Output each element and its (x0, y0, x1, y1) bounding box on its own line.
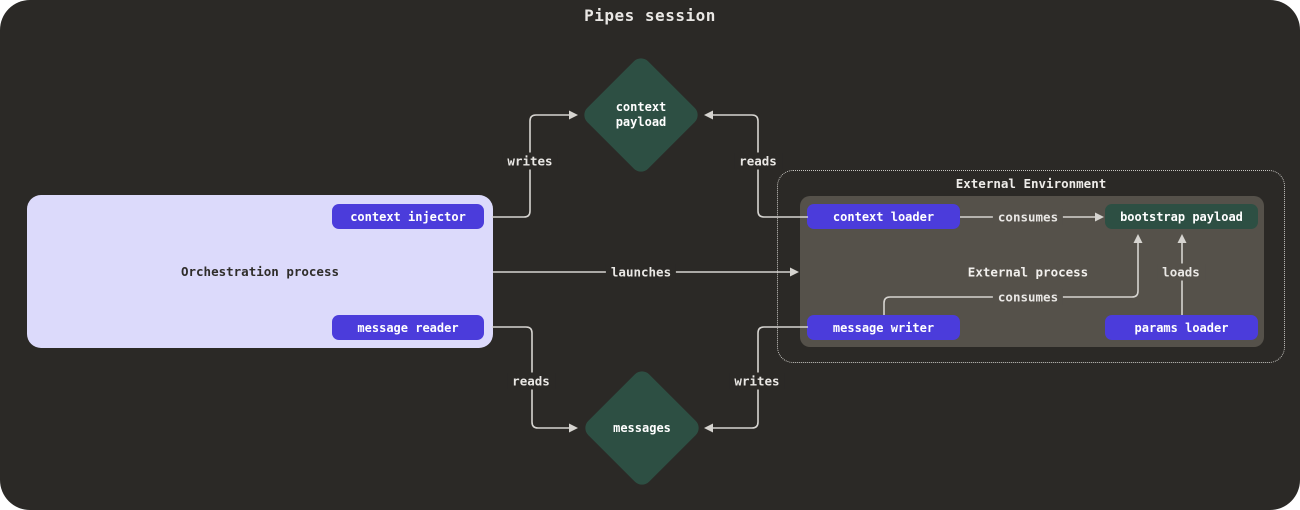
message-reader-chip: message reader (332, 315, 484, 340)
edge-label-writes-bottom: writes (729, 372, 785, 390)
edge-label-consumes-bottom: consumes (992, 288, 1064, 306)
edge-label-writes-top: writes (502, 152, 558, 170)
messages-node: messages (581, 367, 703, 489)
context-injector-chip: context injector (332, 204, 484, 229)
edge-label-loads: loads (1157, 263, 1205, 281)
bootstrap-payload-chip: bootstrap payload (1105, 204, 1258, 229)
external-environment-label: External Environment (955, 176, 1107, 191)
context-loader-chip: context loader (807, 204, 960, 229)
edge-label-reads-top: reads (734, 152, 782, 170)
messages-label: messages (613, 420, 671, 435)
external-environment-box: External Environment (777, 170, 1285, 363)
message-writer-chip: message writer (807, 315, 960, 340)
diagram-title: Pipes session (584, 6, 716, 25)
context-payload-label: context payload (615, 100, 667, 129)
edge-label-launches: launches (605, 263, 677, 281)
context-payload-node: context payload (580, 54, 702, 176)
external-process-label: External process (967, 264, 1089, 280)
edge-label-consumes-top: consumes (992, 208, 1064, 226)
orchestration-process-label: Orchestration process (180, 264, 340, 279)
edge-label-reads-bottom: reads (507, 372, 555, 390)
params-loader-chip: params loader (1105, 315, 1258, 340)
